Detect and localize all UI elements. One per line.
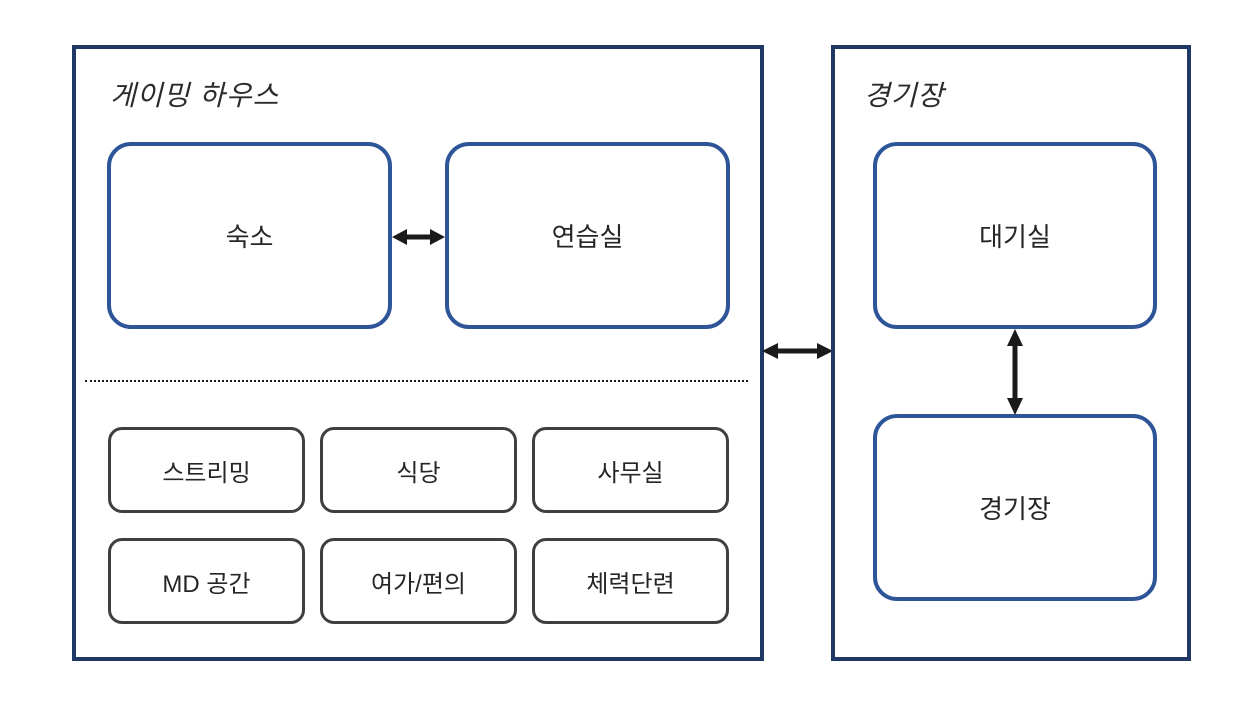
facility-streaming-label: 스트리밍 bbox=[162, 459, 251, 487]
facility-cafeteria-label: 식당 bbox=[396, 459, 441, 487]
facility-md-space-label: MD 공간 bbox=[162, 570, 251, 598]
room-dormitory: 숙소 bbox=[107, 142, 392, 329]
arrow-dorm-practice-bidirectional-icon bbox=[392, 229, 445, 245]
facility-cafeteria: 식당 bbox=[320, 427, 517, 513]
facility-office-label: 사무실 bbox=[597, 459, 664, 487]
room-waiting: 대기실 bbox=[873, 142, 1157, 329]
room-arena: 경기장 bbox=[873, 414, 1157, 601]
room-practice-label: 연습실 bbox=[551, 222, 624, 252]
facility-fitness: 체력단련 bbox=[532, 538, 729, 624]
facility-leisure: 여가/편의 bbox=[320, 538, 517, 624]
gaming-house-title: 게이밍 하우스 bbox=[110, 80, 280, 111]
facility-leisure-label: 여가/편의 bbox=[371, 570, 466, 598]
stadium-title: 경기장 bbox=[864, 80, 945, 111]
room-arena-label: 경기장 bbox=[979, 494, 1051, 524]
facility-fitness-label: 체력단련 bbox=[586, 570, 675, 598]
facility-streaming: 스트리밍 bbox=[108, 427, 305, 513]
arrow-waiting-arena-bidirectional-icon bbox=[1007, 329, 1023, 415]
room-practice: 연습실 bbox=[445, 142, 730, 329]
room-waiting-label: 대기실 bbox=[979, 222, 1051, 252]
facility-office: 사무실 bbox=[532, 427, 729, 513]
facility-md-space: MD 공간 bbox=[108, 538, 305, 624]
room-dormitory-label: 숙소 bbox=[225, 222, 274, 252]
arrow-house-stadium-bidirectional-icon bbox=[762, 343, 833, 359]
dotted-divider bbox=[85, 380, 748, 382]
